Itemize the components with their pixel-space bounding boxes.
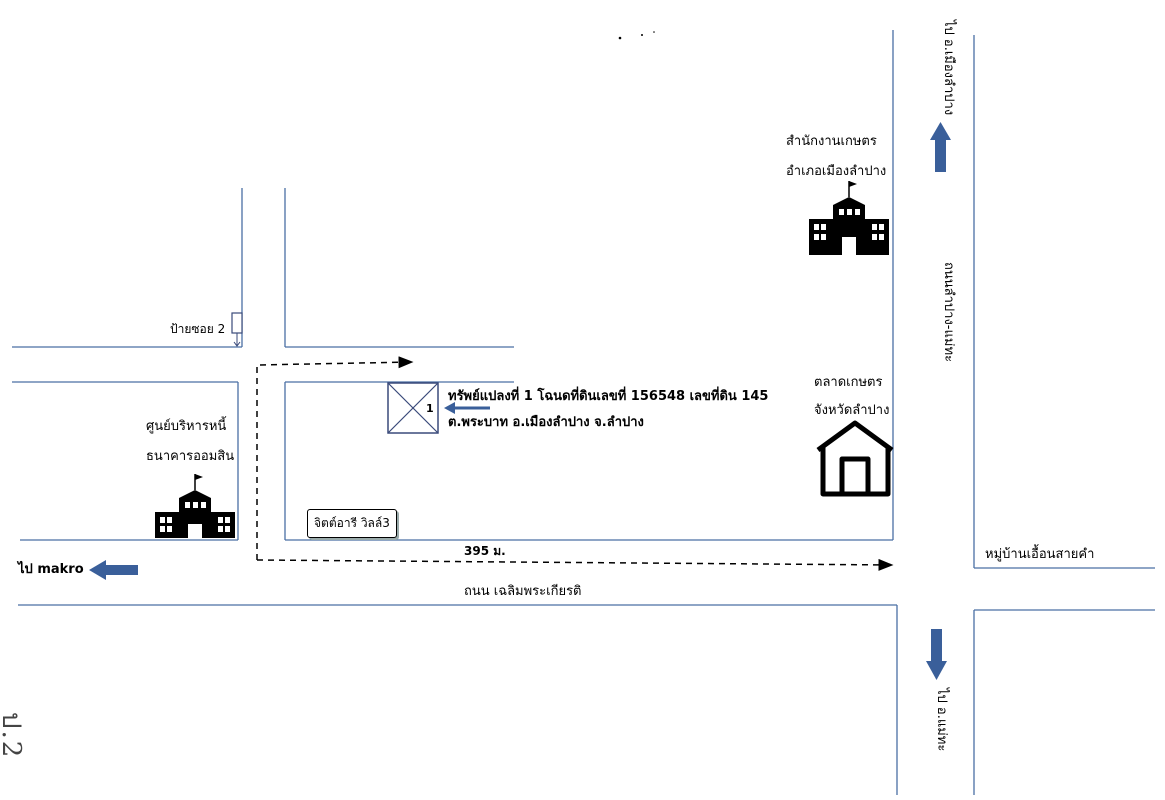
to-makro-label: ไป makro — [18, 562, 84, 577]
speck-dots — [618, 31, 655, 40]
to-mueang-lampang-label: ไป อ.เมืองลำปาง — [941, 20, 956, 116]
arrow-left-icon — [89, 560, 138, 580]
plot-marker-icon — [387, 382, 439, 434]
route-dashed — [256, 356, 894, 571]
bank-label-line2: ธนาคารออมสิน — [146, 449, 235, 464]
sign-post-icon — [231, 312, 243, 347]
distance-label: 395 ม. — [464, 544, 506, 558]
plot-pointer-arrow-icon — [444, 402, 490, 414]
property-label-line1: ทรัพย์แปลงที่ 1 โฉนดที่ดินเลขที่ 156548 … — [448, 389, 769, 404]
main-road-label: ถนน เฉลิมพระเกียรติ — [464, 584, 582, 599]
cross-road-label: ถนนลำปาง-แม่ทะ — [941, 262, 956, 363]
village-sign: จิตต์อารี วิลล์3 — [307, 509, 397, 538]
page-mark: ป.2 — [0, 712, 26, 760]
building-icon — [155, 474, 235, 538]
bank-label-line1: ศูนย์บริหารหนี้ — [146, 419, 227, 434]
property-label-line2: ต.พระบาท อ.เมืองลำปาง จ.ลำปาง — [448, 415, 644, 430]
agri-office-line2: อำเภอเมืองลำปาง — [786, 164, 887, 179]
arrow-up-icon — [930, 122, 951, 172]
village-right-label: หมู่บ้านเอื้อนสายคำ — [985, 547, 1095, 562]
plot-number: 1 — [426, 402, 434, 415]
road-lines — [12, 30, 1155, 795]
market-line1: ตลาดเกษตร — [814, 375, 883, 390]
agri-office-line1: สำนักงานเกษตร — [786, 134, 877, 149]
market-line2: จังหวัดลำปาง — [814, 403, 890, 418]
building-icon — [809, 181, 889, 255]
house-icon — [816, 420, 894, 497]
arrow-down-icon — [926, 629, 947, 680]
to-mae-tha-label: ไป อ.แม่ทะ — [934, 688, 949, 752]
soi-sign-label: ป้ายซอย 2 — [170, 322, 226, 336]
